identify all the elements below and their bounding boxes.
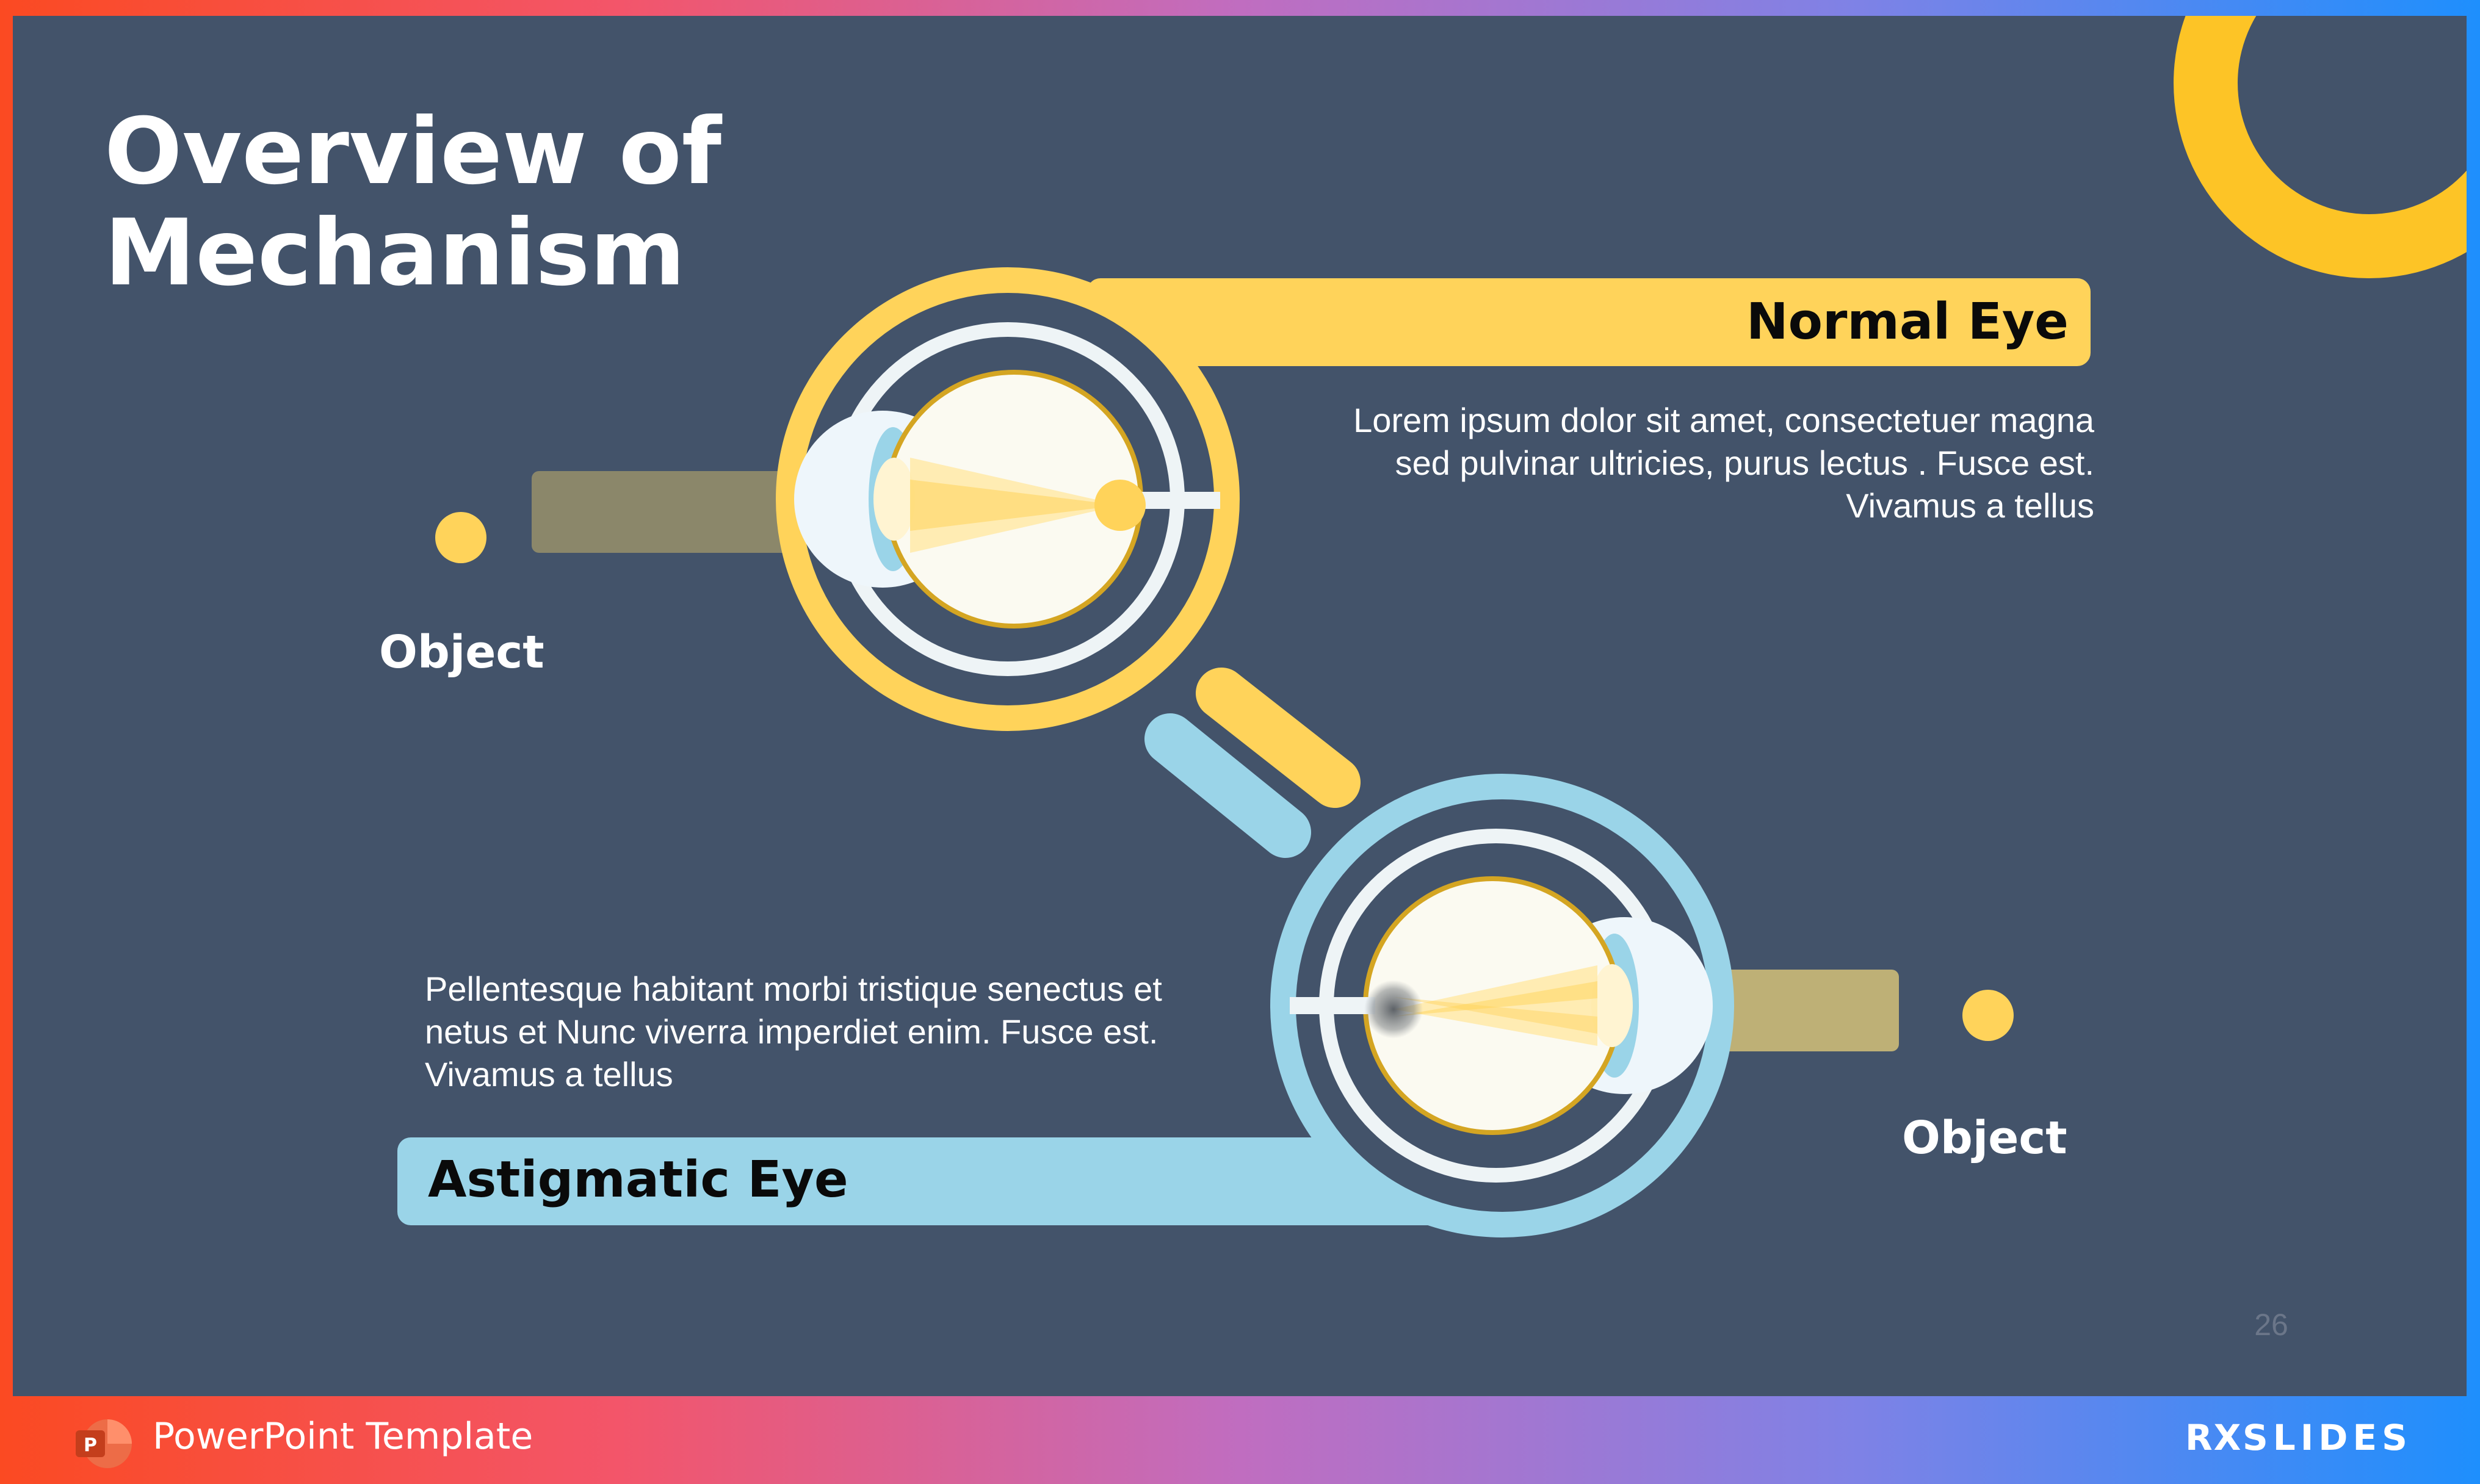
- normal-eye-label-bar: [1087, 278, 2091, 366]
- slide: Overview of Mechanism Normal Eye Lorem i…: [13, 16, 2467, 1396]
- svg-text:P: P: [84, 1435, 97, 1456]
- normal-eye-label: Normal Eye: [1746, 293, 2069, 351]
- normal-eye-magnifier: [435, 267, 2091, 808]
- astigmatic-eye-lens: [1591, 964, 1633, 1047]
- page-number: 26: [2254, 1308, 2288, 1342]
- normal-eye-description: Lorem ipsum dolor sit amet, consectetuer…: [1353, 401, 2094, 525]
- normal-focal-point: [1094, 480, 1146, 531]
- astigmatic-optic-nerve: [1290, 997, 1375, 1014]
- astigmatic-magnifier-handle: [1144, 713, 1311, 858]
- normal-object-label: Object: [379, 626, 544, 679]
- astigmatic-eye-magnifier: [397, 713, 2014, 1237]
- normal-object-dot: [435, 512, 486, 563]
- logo-prefix: RX: [2185, 1417, 2243, 1458]
- astigmatic-object-dot: [1962, 990, 2014, 1041]
- eye-diagram: [397, 16, 2467, 1237]
- astigmatic-blurred-focus: [1364, 980, 1423, 1039]
- slide-title: Overview of Mechanism: [104, 99, 722, 306]
- powerpoint-icon: P: [76, 1419, 132, 1468]
- astigmatic-eye-description: Pellentesque habitant morbi tristique se…: [425, 970, 1162, 1093]
- astigmatic-eye-label-bar: [397, 1137, 1496, 1225]
- astigmatic-object-label: Object: [1902, 1112, 2067, 1164]
- logo-name: SLIDES: [2243, 1417, 2412, 1458]
- footer-app-label: PowerPoint Template: [153, 1415, 533, 1458]
- normal-optic-nerve: [1133, 492, 1220, 509]
- normal-eye-lens: [873, 458, 915, 541]
- astigmatic-eye-label: Astigmatic Eye: [428, 1151, 848, 1209]
- normal-magnifier-handle: [1196, 668, 1361, 808]
